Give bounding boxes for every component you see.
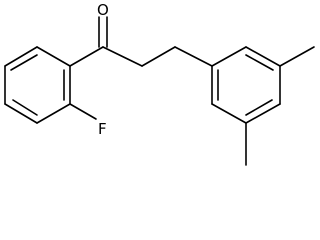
ring-b-bond-1	[211, 46, 247, 67]
methyl-bond-top	[279, 46, 315, 67]
ring-a-bond-1	[36, 46, 71, 67]
ring-a-bond-2	[4, 46, 38, 67]
ring-a-double-1	[10, 54, 38, 71]
oxygen-label: O	[97, 1, 109, 19]
chain-bond-1	[102, 46, 143, 67]
ring-b-double-1	[245, 54, 274, 71]
ring-b-bond-2	[245, 46, 281, 67]
ring-a-bond-5	[36, 103, 71, 124]
fluorophenyl-ring	[4, 46, 71, 124]
c-f-bond	[69, 103, 97, 120]
ring-a-bond-4	[4, 103, 38, 124]
chemical-structure-diagram: F O	[4, 1, 315, 166]
fluorine-label: F	[98, 120, 107, 138]
ring-a-double-2	[12, 99, 38, 116]
ring-carbonyl-bond	[69, 46, 104, 67]
ring-b-bond-4	[245, 103, 281, 124]
ring-b-bond-5	[211, 103, 247, 124]
chain-bond-3	[174, 46, 213, 67]
ring-b-double-2	[245, 99, 273, 116]
chain-bond-2	[141, 46, 176, 67]
dimethylphenyl-ring	[211, 46, 281, 124]
